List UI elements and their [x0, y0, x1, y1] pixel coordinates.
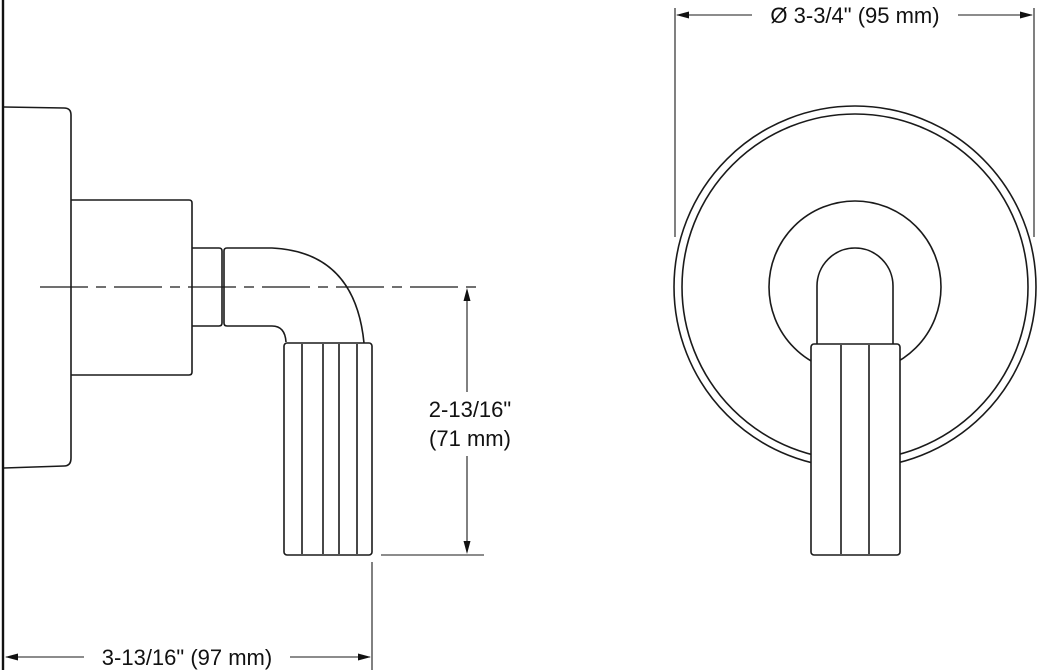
arrow-right-icon	[358, 653, 371, 661]
side-view: 2-13/16" (71 mm) 3-13/16" (97 mm)	[1, 0, 511, 670]
handle-drop-label-line1: 2-13/16"	[429, 397, 511, 422]
lever-body	[283, 342, 373, 556]
arrow-down-icon	[463, 541, 471, 554]
front-view: Ø 3-3/4" (95 mm)	[673, 3, 1037, 556]
front-fluted-lever	[810, 343, 901, 556]
projection-dimension: 3-13/16" (97 mm)	[5, 562, 373, 670]
handle-elbow	[223, 247, 365, 344]
arrow-right-icon	[1020, 11, 1033, 19]
projection-label: 3-13/16" (97 mm)	[102, 645, 272, 670]
arrow-left-icon	[5, 653, 18, 661]
handle-drop-label-line2: (71 mm)	[429, 426, 511, 451]
diameter-dimension: Ø 3-3/4" (95 mm)	[674, 3, 1035, 237]
diameter-label: Ø 3-3/4" (95 mm)	[770, 3, 939, 28]
arrow-left-icon	[676, 11, 689, 19]
front-lever-body	[810, 343, 901, 556]
arrow-up-icon	[463, 288, 471, 301]
lever-mask	[811, 343, 900, 555]
handle-drop-dimension: 2-13/16" (71 mm)	[381, 288, 511, 556]
stem-mask	[817, 250, 894, 343]
fluted-lever	[283, 342, 373, 556]
handle-stem	[816, 247, 894, 344]
